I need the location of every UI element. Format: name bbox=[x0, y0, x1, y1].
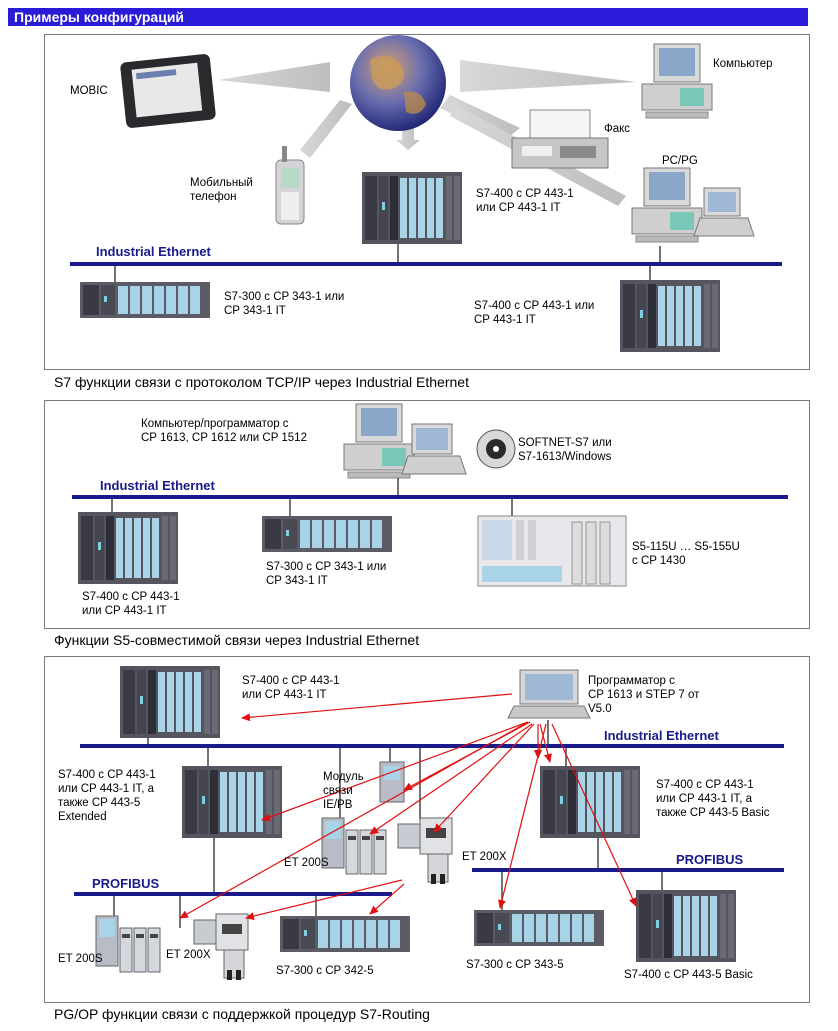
caption-panel-2: Функции S5-совместимой связи через Indus… bbox=[54, 632, 420, 648]
s7300-rack-2 bbox=[262, 516, 392, 552]
beam-computer bbox=[460, 60, 636, 92]
profibus-bus-right bbox=[472, 868, 784, 872]
pcpg-icon bbox=[631, 167, 703, 243]
industrial-ethernet-bus-2 bbox=[72, 495, 788, 499]
ie-pb-module-icon bbox=[379, 761, 405, 803]
beam-phone bbox=[300, 100, 352, 158]
et200x-bottom-icon bbox=[193, 913, 249, 981]
panel-tcpip bbox=[44, 34, 810, 370]
s7300-343-rack bbox=[474, 910, 604, 946]
routing-arrows bbox=[179, 693, 637, 920]
industrial-ethernet-bus-3 bbox=[80, 744, 784, 748]
mobic-label: MOBIC bbox=[70, 85, 108, 97]
profibus-label-right: PROFIBUS bbox=[676, 852, 744, 867]
bus-label-1: Industrial Ethernet bbox=[96, 244, 211, 259]
s7300-342-rack bbox=[280, 916, 410, 952]
et200s-mid-icon bbox=[321, 817, 387, 875]
page-title: Примеры конфигураций bbox=[8, 8, 808, 26]
bus-label-3: Industrial Ethernet bbox=[604, 728, 719, 743]
caption-panel-1: S7 функции связи с протоколом TCP/IP чер… bbox=[54, 374, 469, 390]
s5-rack bbox=[477, 515, 627, 587]
caption-panel-3: PG/OP функции связи с поддержкой процеду… bbox=[54, 1006, 430, 1022]
bus-label-2: Industrial Ethernet bbox=[100, 478, 215, 493]
pc-programmer-laptop-icon bbox=[401, 423, 467, 475]
s7300-rack-1 bbox=[80, 282, 210, 318]
pc-programmer-icon bbox=[343, 403, 415, 479]
beam-mobic bbox=[218, 62, 330, 92]
s7400-top-rack bbox=[362, 172, 462, 244]
et200s-mid-label: ET 200S bbox=[284, 857, 329, 869]
s7300-343-label: S7-300 с CP 343-5 bbox=[466, 959, 564, 971]
s7400-rack-3-left bbox=[182, 766, 282, 838]
computer-label: Компьютер bbox=[713, 58, 773, 70]
mobile-phone-icon bbox=[275, 146, 305, 225]
computer-icon bbox=[641, 43, 713, 119]
s7400-right-rack bbox=[620, 280, 720, 352]
panel-s5 bbox=[44, 400, 810, 629]
profibus-bus-left bbox=[74, 892, 392, 896]
et200s-bottom-label: ET 200S bbox=[58, 953, 103, 965]
pcpg-label: PC/PG bbox=[662, 155, 698, 167]
s7400-rack-3-right bbox=[540, 766, 640, 838]
et200s-bottom-icon bbox=[95, 915, 161, 973]
s7400-rack-3-top bbox=[120, 666, 220, 738]
fax-label: Факс bbox=[604, 123, 631, 135]
programmer-laptop-icon bbox=[507, 669, 591, 719]
mobic-icon bbox=[120, 54, 216, 128]
industrial-ethernet-bus-1 bbox=[70, 262, 782, 266]
beam-plc bbox=[396, 128, 420, 150]
cd-icon bbox=[476, 429, 516, 469]
et200x-mid-label: ET 200X bbox=[462, 851, 507, 863]
et200x-mid-icon bbox=[397, 817, 453, 885]
s7400-basic-rack bbox=[636, 890, 736, 962]
s7400-rack-2 bbox=[78, 512, 178, 584]
profibus-label-left: PROFIBUS bbox=[92, 876, 160, 891]
pcpg-laptop-icon bbox=[693, 187, 755, 237]
fax-icon bbox=[511, 109, 609, 169]
s7300-342-label: S7-300 с CP 342-5 bbox=[276, 965, 374, 977]
panel-routing bbox=[44, 656, 810, 1003]
et200x-bottom-label: ET 200X bbox=[166, 949, 211, 961]
s7400-basic-label: S7-400 с CP 443-5 Basic bbox=[624, 969, 753, 981]
